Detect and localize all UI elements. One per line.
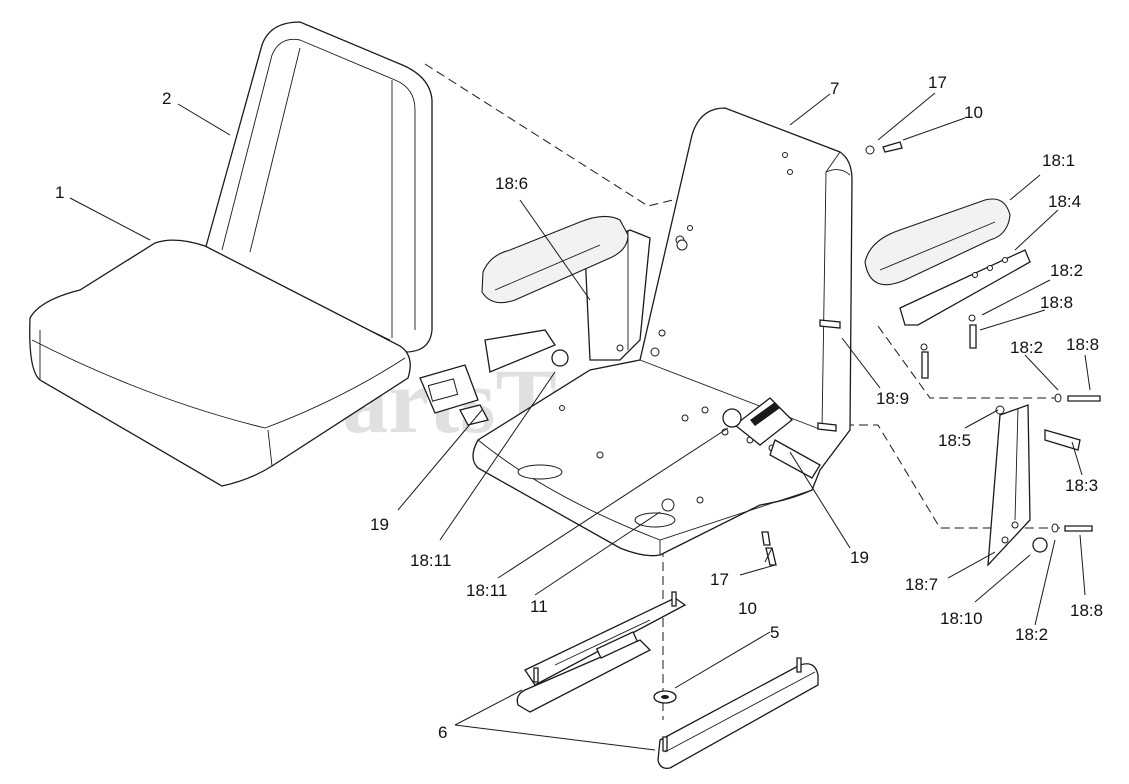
- callout-5: 5: [770, 623, 779, 642]
- callout-18-8-lower: 18:8: [1070, 601, 1103, 620]
- callout-10-top: 10: [964, 103, 983, 122]
- callout-11: 11: [530, 597, 548, 616]
- callout-labels: 1 2 5 6 7 17 10 17 10 11 18:1 18:4 18:2 …: [55, 73, 1103, 742]
- callout-18-5: 18:5: [938, 431, 971, 450]
- callout-18-10: 18:10: [940, 609, 983, 628]
- right-lower-bracket: [987, 404, 1081, 567]
- callout-18-11-left: 18:11: [410, 551, 451, 570]
- callout-18-11-bottom: 18:11: [466, 581, 507, 600]
- callout-18-8-middle: 18:8: [1066, 335, 1099, 354]
- left-armrest: [481, 215, 651, 361]
- hardware: [559, 141, 1101, 566]
- callout-2: 2: [162, 89, 171, 108]
- callout-18-8-upper: 18:8: [1040, 293, 1073, 312]
- seat-cushion: [29, 239, 411, 487]
- callout-18-3: 18:3: [1065, 476, 1098, 495]
- callout-10-bottom: 10: [738, 599, 757, 618]
- right-seat-belt: [722, 397, 821, 479]
- callout-6: 6: [438, 723, 447, 742]
- callout-18-6: 18:6: [495, 174, 528, 193]
- callout-1: 1: [55, 183, 64, 202]
- callout-19-left: 19: [370, 515, 389, 534]
- callout-18-9: 18:9: [876, 389, 909, 408]
- callout-18-7: 18:7: [905, 575, 938, 594]
- callout-7: 7: [830, 79, 839, 98]
- right-armrest: [864, 198, 1031, 326]
- callout-17-top: 17: [928, 73, 947, 92]
- callout-18-2-middle: 18:2: [1010, 338, 1043, 357]
- callout-18-4: 18:4: [1048, 192, 1081, 211]
- callout-17-bottom: 17: [710, 570, 729, 589]
- left-seat-belt: [419, 329, 569, 426]
- leader-lines: [69, 92, 1091, 751]
- callout-18-2-upper: 18:2: [1050, 261, 1083, 280]
- callout-18-2-lower: 18:2: [1015, 625, 1048, 644]
- callout-18-1: 18:1: [1042, 151, 1075, 170]
- callout-19-right: 19: [850, 548, 869, 567]
- seat-pan: [472, 107, 853, 557]
- seat-slide-rails: [516, 591, 819, 769]
